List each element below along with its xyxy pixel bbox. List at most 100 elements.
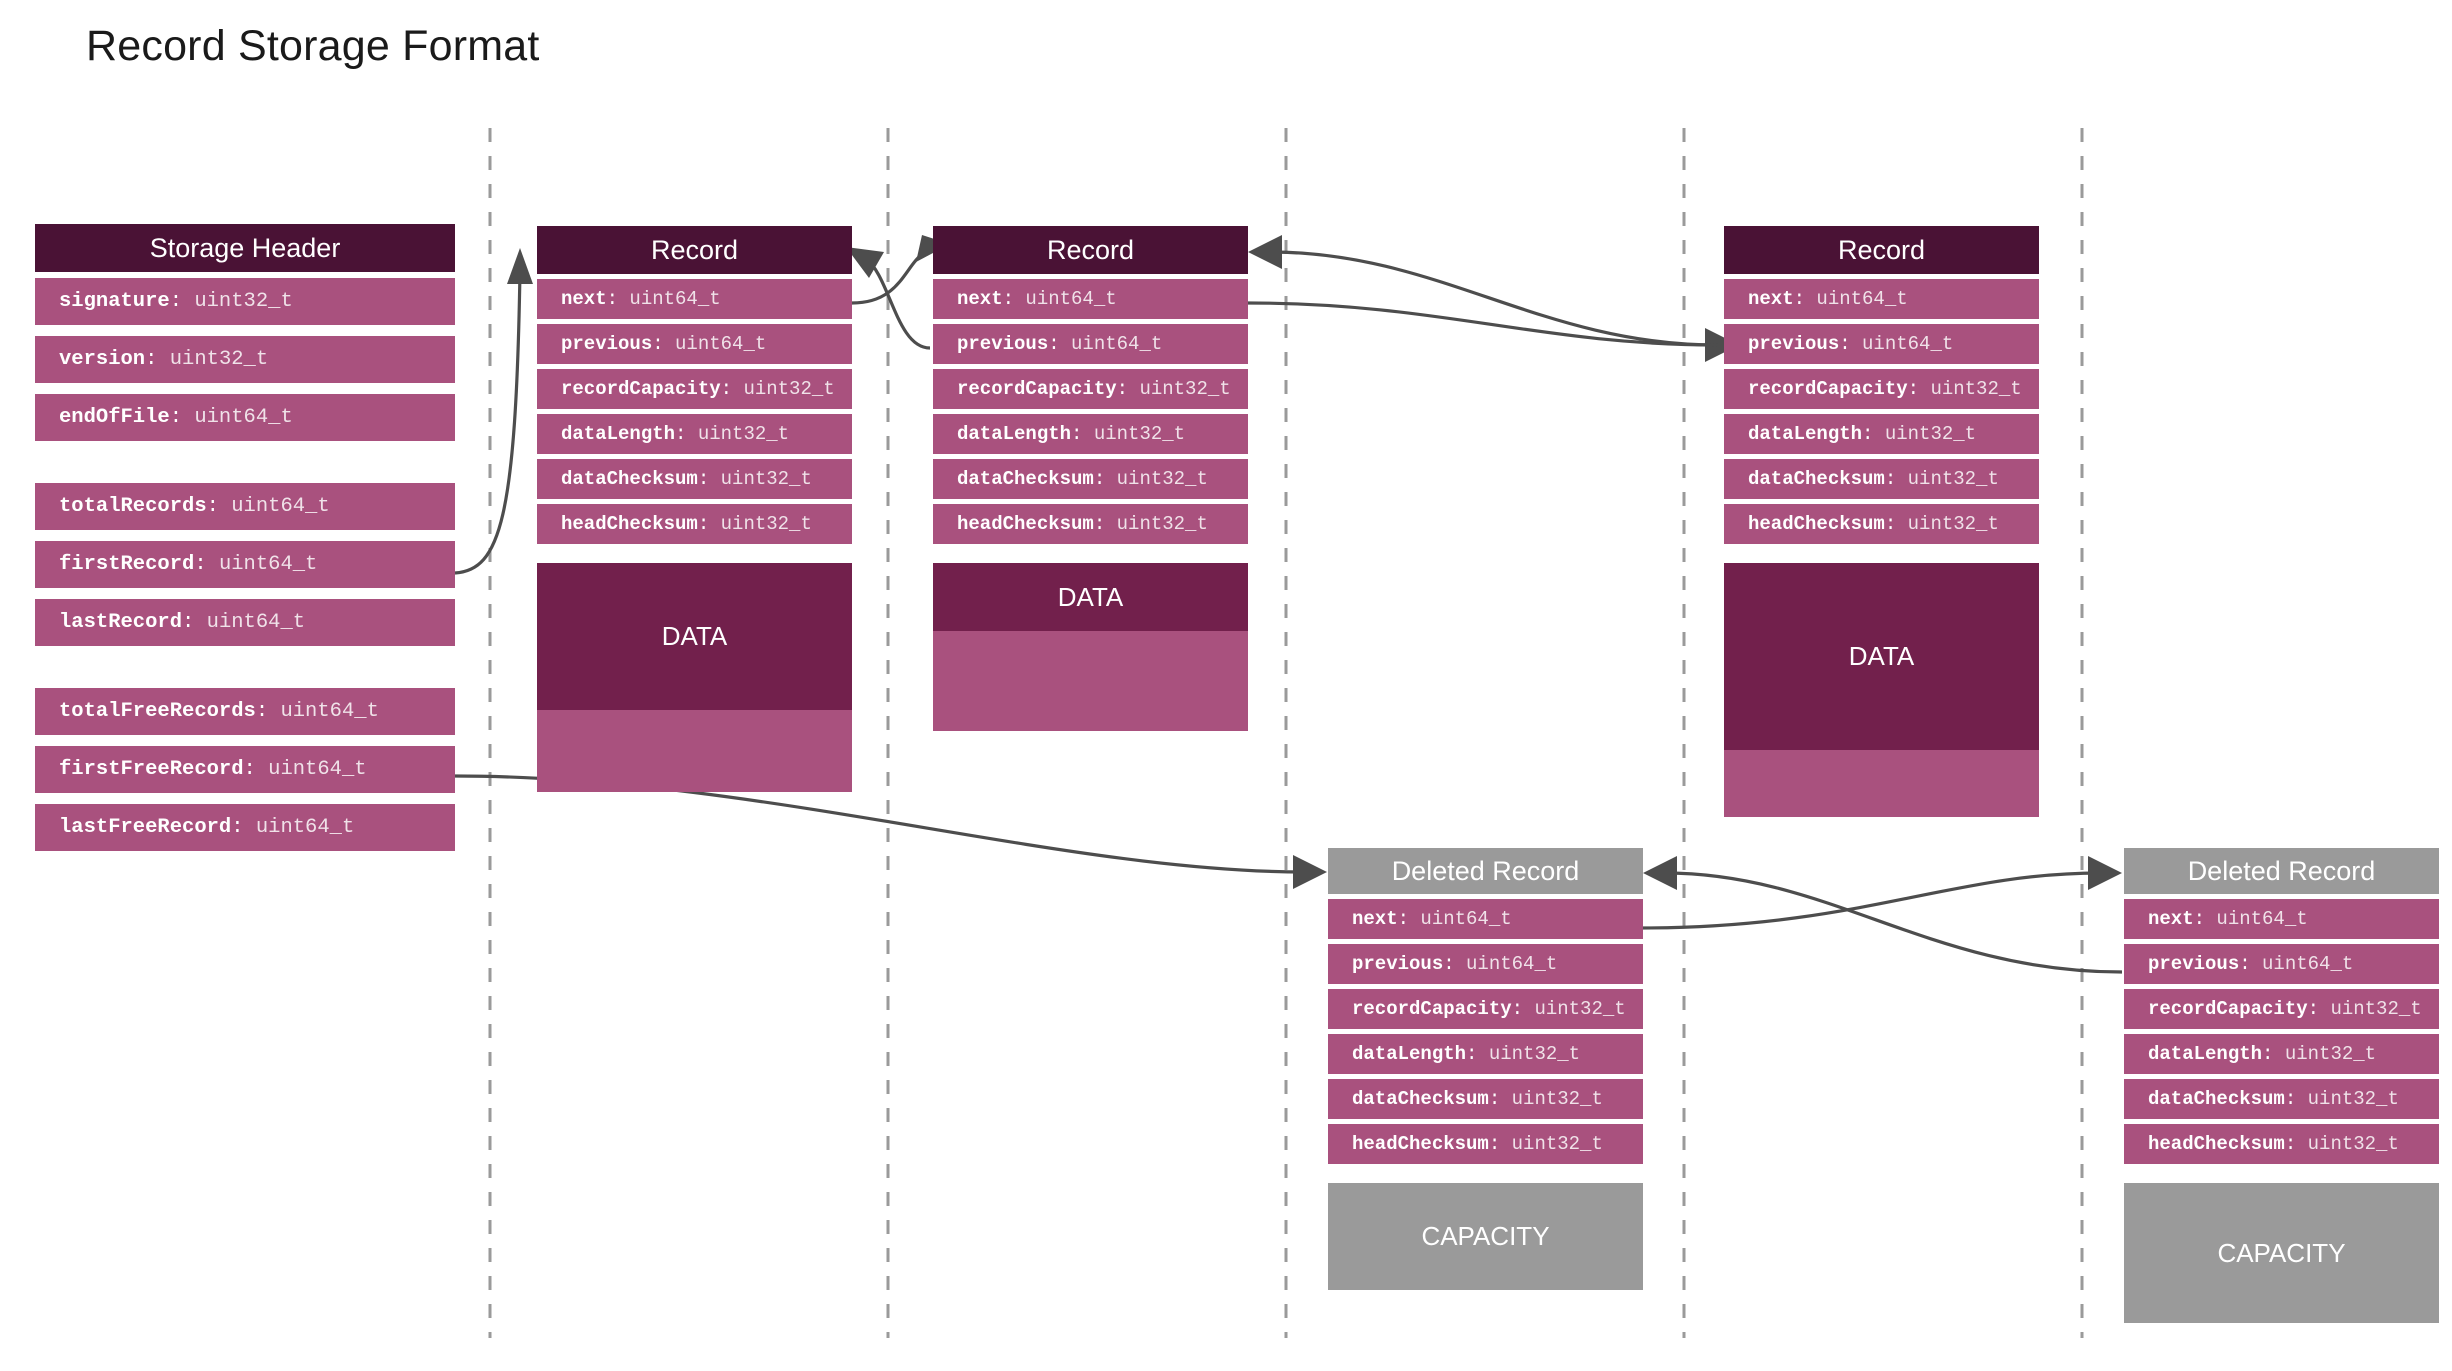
deleted-record-2-field-previous: previous: uint64_t	[2124, 944, 2439, 984]
field-name: endOfFile	[59, 406, 170, 429]
record-3-field-recordcapacity: recordCapacity: uint32_t	[1724, 369, 2039, 409]
record-3-data-block: DATA	[1724, 563, 2039, 817]
field-version: version: uint32_t	[35, 336, 455, 383]
group-gap	[35, 441, 455, 483]
record-3-box[interactable]: Record next: uint64_t previous: uint64_t…	[1724, 226, 2039, 544]
field-type: uint64_t	[194, 406, 293, 429]
field-name: dataChecksum	[1352, 1088, 1489, 1110]
record-3-field-previous: previous: uint64_t	[1724, 324, 2039, 364]
field-type: uint32_t	[1907, 468, 1999, 490]
field-name: next	[957, 288, 1003, 310]
deleted-record-1-title: Deleted Record	[1328, 848, 1643, 894]
field-type: uint64_t	[2262, 953, 2354, 975]
record-2-field-datachecksum: dataChecksum: uint32_t	[933, 459, 1248, 499]
field-type: uint32_t	[1884, 423, 1977, 445]
field-name: headChecksum	[2148, 1133, 2285, 1155]
deleted-record-2-field-datachecksum: dataChecksum: uint32_t	[2124, 1079, 2439, 1119]
deleted-record-2-field-recordcapacity: recordCapacity: uint32_t	[2124, 989, 2439, 1029]
field-name: recordCapacity	[957, 378, 1117, 400]
wire-deleted2-previous-to-deleted1	[1643, 856, 2123, 974]
field-type: uint64_t	[255, 816, 355, 839]
field-name: dataChecksum	[1748, 468, 1885, 490]
field-name: headChecksum	[1748, 513, 1885, 535]
field-lastfreerecord: lastFreeRecord: uint64_t	[35, 804, 455, 851]
wire-record3-previous-to-record2	[1248, 235, 1719, 347]
field-type: uint64_t	[1466, 953, 1558, 975]
record-1-field-datachecksum: dataChecksum: uint32_t	[537, 459, 852, 499]
field-type: uint64_t	[1862, 333, 1954, 355]
field-totalrecords: totalRecords: uint64_t	[35, 483, 455, 530]
field-name: previous	[957, 333, 1049, 355]
deleted-record-2-title: Deleted Record	[2124, 848, 2439, 894]
deleted-record-2-field-next: next: uint64_t	[2124, 899, 2439, 939]
record-2-box[interactable]: Record next: uint64_t previous: uint64_t…	[933, 226, 1248, 544]
field-name: signature	[59, 290, 170, 313]
record-1-data-free	[537, 710, 852, 792]
field-type: uint64_t	[206, 611, 306, 634]
record-3-field-datalength: dataLength: uint32_t	[1724, 414, 2039, 454]
storage-header-box[interactable]: Storage Header signature: uint32_t versi…	[35, 224, 455, 851]
record-1-field-recordcapacity: recordCapacity: uint32_t	[537, 369, 852, 409]
record-2-field-next: next: uint64_t	[933, 279, 1248, 319]
deleted-record-1-field-headchecksum: headChecksum: uint32_t	[1328, 1124, 1643, 1164]
field-type: uint32_t	[1511, 1088, 1603, 1110]
field-name: dataChecksum	[561, 468, 698, 490]
field-firstfreerecord: firstFreeRecord: uint64_t	[35, 746, 455, 793]
field-type: uint64_t	[218, 553, 318, 576]
wire-record2-next-to-record3	[1247, 301, 1739, 362]
field-name: previous	[1748, 333, 1840, 355]
field-totalfreerecords: totalFreeRecords: uint64_t	[35, 688, 455, 735]
deleted-record-2-box[interactable]: Deleted Record next: uint64_t previous: …	[2124, 848, 2439, 1164]
field-type: uint32_t	[169, 348, 269, 371]
record-2-data-used: DATA	[933, 563, 1248, 631]
record-3-data-free	[1724, 750, 2039, 817]
field-type: uint32_t	[1116, 468, 1208, 490]
field-name: next	[1748, 288, 1794, 310]
field-type: uint64_t	[629, 288, 721, 310]
field-type: uint32_t	[1488, 1043, 1581, 1065]
field-type: uint32_t	[1116, 513, 1208, 535]
field-type: uint32_t	[2307, 1133, 2399, 1155]
field-firstrecord: firstRecord: uint64_t	[35, 541, 455, 588]
record-1-box[interactable]: Record next: uint64_t previous: uint64_t…	[537, 226, 852, 544]
field-type: uint64_t	[280, 700, 379, 723]
deleted-record-1-field-datalength: dataLength: uint32_t	[1328, 1034, 1643, 1074]
field-name: dataLength	[2148, 1043, 2263, 1065]
field-name: recordCapacity	[1352, 998, 1512, 1020]
field-name: dataLength	[1748, 423, 1863, 445]
deleted-record-2-field-headchecksum: headChecksum: uint32_t	[2124, 1124, 2439, 1164]
field-type: uint32_t	[2307, 1088, 2399, 1110]
field-signature: signature: uint32_t	[35, 278, 455, 325]
field-type: uint64_t	[268, 758, 367, 781]
field-name: next	[2148, 908, 2194, 930]
deleted-record-1-field-recordcapacity: recordCapacity: uint32_t	[1328, 989, 1643, 1029]
wire-deleted1-next-to-deleted2	[1639, 856, 2122, 930]
field-type: uint32_t	[743, 378, 835, 400]
record-3-field-headchecksum: headChecksum: uint32_t	[1724, 504, 2039, 544]
field-type: uint32_t	[1093, 423, 1186, 445]
deleted-record-1-capacity-block: CAPACITY	[1328, 1183, 1643, 1290]
field-name: firstRecord	[59, 553, 195, 576]
deleted-record-1-field-next: next: uint64_t	[1328, 899, 1643, 939]
field-name: lastRecord	[59, 611, 183, 634]
field-name: next	[1352, 908, 1398, 930]
record-1-field-next: next: uint64_t	[537, 279, 852, 319]
deleted-record-1-box[interactable]: Deleted Record next: uint64_t previous: …	[1328, 848, 1643, 1164]
record-2-field-recordcapacity: recordCapacity: uint32_t	[933, 369, 1248, 409]
record-1-data-used: DATA	[537, 563, 852, 710]
field-name: headChecksum	[1352, 1133, 1489, 1155]
field-name: dataLength	[1352, 1043, 1467, 1065]
record-1-field-previous: previous: uint64_t	[537, 324, 852, 364]
field-type: uint64_t	[675, 333, 767, 355]
field-endoffile: endOfFile: uint64_t	[35, 394, 455, 441]
field-type: uint64_t	[1025, 288, 1117, 310]
field-name: previous	[2148, 953, 2240, 975]
field-type: uint32_t	[697, 423, 790, 445]
field-type: uint64_t	[1816, 288, 1908, 310]
record-2-title: Record	[933, 226, 1248, 274]
record-1-data-block: DATA	[537, 563, 852, 792]
group-gap	[35, 646, 455, 688]
field-type: uint32_t	[1907, 513, 1999, 535]
field-name: next	[561, 288, 607, 310]
field-name: dataLength	[957, 423, 1072, 445]
